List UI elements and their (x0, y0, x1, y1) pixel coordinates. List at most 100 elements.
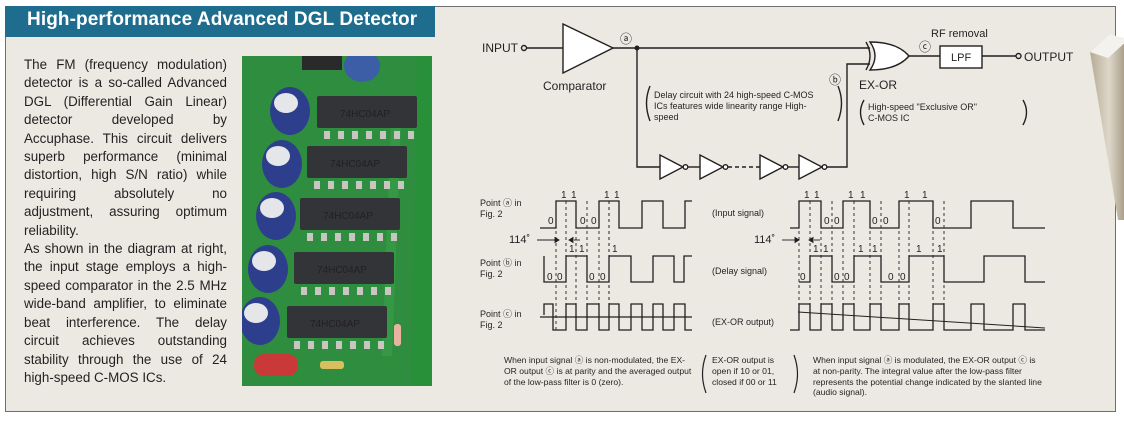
bit-label: 0 (800, 272, 806, 283)
bit-label: 0 (888, 272, 894, 283)
bit-label: 1 (860, 190, 866, 201)
bit-label: 0 (844, 272, 850, 283)
inverter-icon (759, 153, 785, 181)
bit-label: 0 (591, 216, 597, 227)
bit-label: 1 (904, 190, 910, 201)
exor-note-line-1: High-speed "Exclusive OR" (868, 102, 977, 112)
exor-back-curve (865, 41, 871, 71)
bit-label: 0 (548, 216, 554, 227)
row-b-label-1: Point ⓑ in (480, 258, 522, 268)
output-terminal (1015, 52, 1022, 60)
bit-label: 0 (834, 272, 840, 283)
bit-label: 0 (600, 272, 606, 283)
comparator-label: Comparator (543, 79, 606, 93)
exor-rule-box: EX-OR output is open if 10 or 01, closed… (700, 353, 800, 395)
delay-signal-left (543, 255, 692, 283)
bit-label: 0 (883, 216, 889, 227)
inverter-icon (659, 153, 685, 181)
bit-label: 0 (557, 272, 563, 283)
bit-label: 1 (916, 244, 922, 255)
bit-label: 1 (571, 190, 577, 201)
chip-row: 74HC04AP 74HC04AP 74HC04AP 74HC04AP 74HC… (287, 96, 417, 338)
arrow-icon (808, 236, 814, 244)
input-signal-label: (Input signal) (712, 208, 764, 218)
caption-modulated: When input signal ⓐ is modulated, the EX… (813, 355, 1042, 398)
row-b-label-2: Fig. 2 (480, 269, 503, 279)
pcb-photo: 74HC04AP 74HC04AP 74HC04AP 74HC04AP 74HC… (242, 56, 432, 386)
delay-note-line-2: ICs features wide linearity range High- (654, 101, 807, 111)
audio-slanted-line (797, 311, 1046, 329)
bit-label: 1 (612, 244, 618, 255)
node-a-label: ⓐ (620, 32, 632, 46)
exor-rule-brackets (701, 354, 799, 394)
bit-label: 0 (872, 216, 878, 227)
bit-label: 1 (561, 190, 567, 201)
bit-label: 1 (804, 190, 810, 201)
arrow-icon (554, 236, 560, 244)
bit-label: 1 (937, 244, 943, 255)
arrow-icon (568, 236, 574, 244)
bit-label: 0 (580, 216, 586, 227)
lpf-label: LPF (951, 52, 971, 64)
exor-rule-line-3: closed if 00 or 11 (712, 377, 777, 387)
pcb-illustration: 74HC04AP 74HC04AP 74HC04AP 74HC04AP 74HC… (242, 56, 432, 386)
row-c-label-1: Point ⓒ in (480, 309, 522, 319)
arrow-icon (794, 236, 800, 244)
input-signal-left (540, 200, 692, 229)
chip-label: 74HC04AP (323, 211, 373, 222)
delay-note-line-1: Delay circuit with 24 high-speed C-MOS (654, 90, 814, 100)
phase-label-left: 114˚ (509, 234, 530, 246)
bit-label: 0 (589, 272, 595, 283)
decorative-cylinder (1090, 34, 1124, 220)
phase-label-right: 114˚ (754, 234, 775, 246)
bit-label: 0 (547, 272, 553, 283)
exor-output-left (543, 303, 692, 331)
bit-label: 1 (823, 244, 829, 255)
bit-label: 0 (834, 216, 840, 227)
row-a-label-1: Point ⓐ in (480, 198, 522, 208)
exor-rule-line-2: open if 10 or 01, (712, 366, 775, 376)
inverter-icon (798, 153, 824, 181)
description-text: The FM (frequency modulation) detector i… (24, 56, 227, 387)
exor-output-right (790, 303, 1045, 331)
caption-non-modulated: When input signal ⓐ is non-modulated, th… (504, 355, 692, 387)
bit-label: 1 (614, 190, 620, 201)
comparator-symbol (562, 22, 615, 75)
input-signal-right (790, 200, 1045, 229)
input-label: INPUT (482, 41, 519, 55)
exor-gate-symbol (868, 41, 910, 71)
bit-label: 0 (900, 272, 906, 283)
delay-note-line-3: speed (654, 112, 679, 122)
description-paragraph-1: The FM (frequency modulation) detector i… (24, 57, 227, 238)
chip-label: 74HC04AP (310, 319, 360, 330)
bit-label: 1 (579, 244, 585, 255)
bit-label: 1 (872, 244, 878, 255)
chip-label: 74HC04AP (317, 265, 367, 276)
row-a-label-2: Fig. 2 (480, 209, 503, 219)
node-c-label: ⓒ (919, 40, 931, 54)
dgl-circuit-diagram: INPUT Comparator ⓐ ⓑ ⓒ Delay circuit wit… (480, 22, 1074, 331)
article-panel (5, 6, 1116, 412)
delay-signal-right (799, 255, 1045, 283)
exor-note-line-2: C-MOS IC (868, 113, 910, 123)
chip-label: 74HC04AP (340, 109, 390, 120)
bit-label: 1 (858, 244, 864, 255)
delay-signal-label: (Delay signal) (712, 266, 767, 276)
bit-label: 1 (814, 190, 820, 201)
input-terminal (520, 44, 528, 52)
lpf-box (939, 45, 983, 69)
exor-label: EX-OR (859, 78, 897, 92)
output-label: OUTPUT (1024, 50, 1074, 64)
page-title: High-performance Advanced DGL Detector (27, 9, 418, 30)
exor-output-label: (EX-OR output) (712, 317, 774, 327)
node-b-label: ⓑ (829, 73, 841, 87)
bit-label: 1 (848, 190, 854, 201)
description-paragraph-2: As shown in the diagram at right, the in… (24, 241, 227, 385)
rf-removal-label: RF removal (931, 28, 988, 40)
capacitors (242, 87, 310, 345)
exor-rule-line-1: EX-OR output is (712, 355, 775, 365)
bit-label: 0 (824, 216, 830, 227)
inverter-icon (699, 153, 725, 181)
bit-label: 1 (813, 244, 819, 255)
row-c-label-2: Fig. 2 (480, 320, 503, 330)
